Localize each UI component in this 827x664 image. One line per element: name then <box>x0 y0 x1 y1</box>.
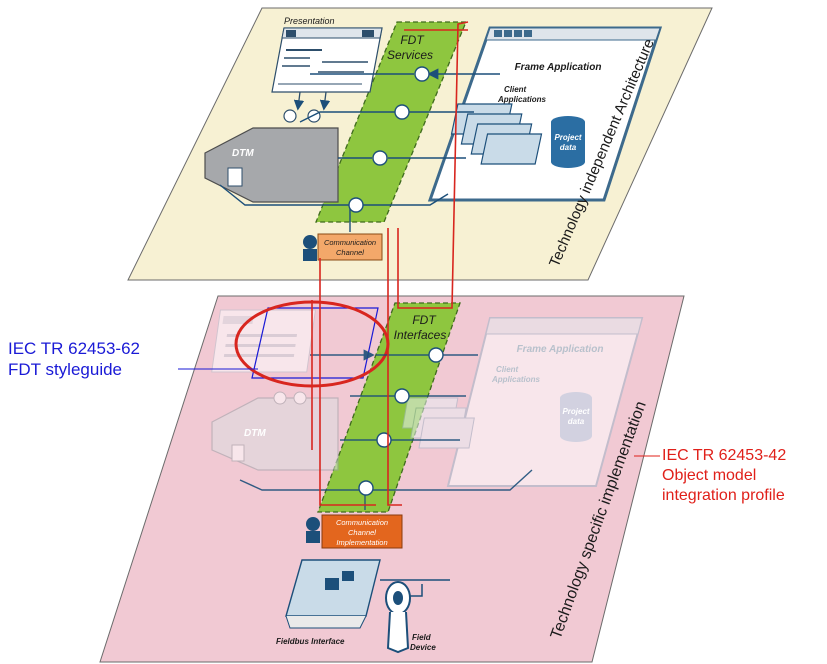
styleguide-callout-line2: FDT styleguide <box>8 360 122 379</box>
profile-callout-line2: Object model <box>662 467 756 484</box>
top-layer: FDT Services Presentation DTM <box>127 7 713 281</box>
top-client-apps-label-2: Applications <box>497 95 547 104</box>
fieldbus-interface-label: Fieldbus Interface <box>276 637 345 646</box>
presentation-label: Presentation <box>284 16 335 26</box>
bottom-connector-2 <box>394 388 410 404</box>
field-device-label-2: Device <box>410 643 436 652</box>
top-project-data-label-1: Project <box>554 133 581 142</box>
bottom-project-data-label-1: Project <box>562 407 589 416</box>
bottom-connector-1 <box>428 347 444 363</box>
bottom-connector-4 <box>358 480 374 496</box>
comm-channel-box <box>317 233 383 261</box>
styleguide-highlight-box <box>251 307 379 379</box>
top-connector-2 <box>394 104 410 120</box>
profile-callout-line3: integration profile <box>662 487 785 504</box>
bottom-dtm-label: DTM <box>244 428 266 439</box>
bottom-client-apps-label-2: Applications <box>491 375 541 384</box>
bottom-connector-3 <box>376 432 392 448</box>
bottom-dtm <box>211 391 339 471</box>
top-frame-application <box>427 26 663 202</box>
top-connections <box>219 68 500 232</box>
profile-callout-line1: IEC TR 62453-42 <box>662 447 786 464</box>
comm-channel-plug-icon <box>303 235 317 261</box>
profile-callout: IEC TR 62453-42 Object model integration… <box>634 447 786 504</box>
comm-impl-label-2: Channel <box>348 528 376 537</box>
top-connector-3 <box>372 150 388 166</box>
bottom-frame-application <box>401 317 644 487</box>
top-client-apps-label-1: Client <box>504 85 527 94</box>
top-connector-4 <box>348 197 364 213</box>
comm-channel-label-2: Channel <box>336 248 364 257</box>
field-device-label-1: Field <box>412 633 432 642</box>
bottom-project-data-label-2: data <box>568 417 585 426</box>
comm-impl-label-1: Communication <box>336 518 388 527</box>
fdt-services-label-1: FDT <box>400 33 425 47</box>
comm-impl-label-3: Implementation <box>336 538 387 547</box>
bottom-client-apps-label-1: Client <box>496 365 519 374</box>
fdt-services-label-2: Services <box>387 48 433 62</box>
top-dtm-label: DTM <box>232 148 254 159</box>
styleguide-callout: IEC TR 62453-62 FDT styleguide <box>8 339 258 379</box>
bottom-frame-app-label: Frame Application <box>517 344 604 355</box>
red-link-lines <box>311 21 469 506</box>
dtm-port-1 <box>283 109 297 123</box>
fdt-interfaces-label-2: Interfaces <box>394 328 447 342</box>
bottom-layer: FDT Interfaces DTM <box>99 295 685 663</box>
comm-channel-impl-box <box>321 514 403 549</box>
comm-channel-label-1: Communication <box>324 238 376 247</box>
styleguide-callout-line1: IEC TR 62453-62 <box>8 339 140 358</box>
field-device-icon <box>385 581 423 654</box>
top-frame-app-label: Frame Application <box>515 62 602 73</box>
presentation-arrows <box>293 91 331 111</box>
top-connector-1 <box>414 66 430 82</box>
bottom-presentation-window <box>211 309 317 373</box>
fieldbus-interface-card <box>285 559 450 629</box>
top-project-data-label-2: data <box>560 143 577 152</box>
dtm-port-2 <box>307 109 321 123</box>
presentation-window <box>271 27 383 93</box>
fdt-interfaces-label-1: FDT <box>412 313 437 327</box>
top-dtm <box>204 127 339 203</box>
comm-impl-plug-icon <box>306 517 320 543</box>
